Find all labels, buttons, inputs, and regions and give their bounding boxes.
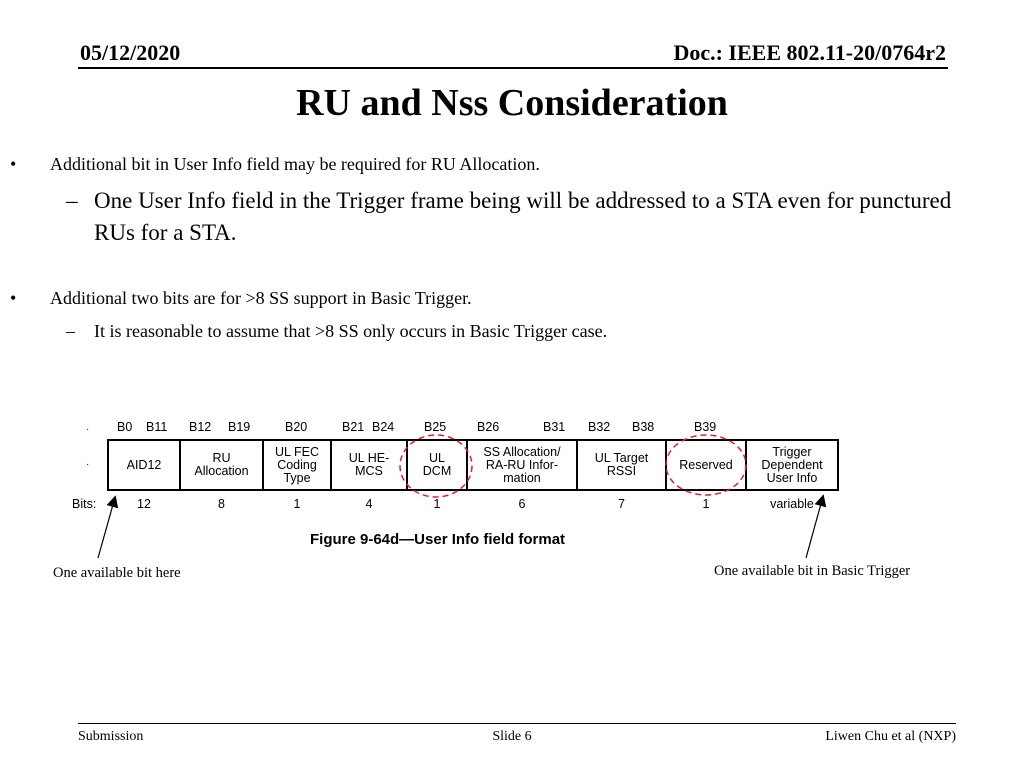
field-ru-allocation: RU Allocation bbox=[179, 439, 264, 491]
bullet-marker: • bbox=[10, 288, 17, 308]
field-name: UL HE-MCS bbox=[348, 451, 390, 478]
sub-bullet-marker: – bbox=[66, 188, 78, 213]
highlight-circle-ul-dcm bbox=[399, 434, 473, 498]
bit-position-label: B19 bbox=[228, 420, 251, 434]
figure-caption: Figure 9-64d—User Info field format bbox=[310, 531, 566, 548]
footer-submission: Submission bbox=[78, 729, 144, 744]
field-bit-count: 7 bbox=[618, 497, 625, 511]
annotation-left: One available bit here bbox=[53, 565, 181, 581]
bits-row-label: Bits: bbox=[72, 497, 97, 511]
footer-authors: Liwen Chu et al (NXP) bbox=[825, 729, 956, 744]
bullet-1-text: Additional bit in User Info field may be… bbox=[50, 154, 540, 174]
field-bit-count: 1 bbox=[702, 497, 710, 511]
bit-position-label: B20 bbox=[285, 420, 308, 434]
bullet-1-sub: – One User Info field in the Trigger fra… bbox=[66, 185, 954, 249]
bullet-1: • Additional bit in User Info field may … bbox=[10, 154, 950, 175]
field-bit-count: 4 bbox=[365, 497, 373, 511]
slide-title: RU and Nss Consideration bbox=[296, 82, 728, 124]
figure-dot: · bbox=[86, 424, 90, 435]
bit-position-label: B39 bbox=[694, 420, 717, 434]
field-bit-count: 1 bbox=[293, 497, 301, 511]
bit-position-label: B26 bbox=[477, 420, 500, 434]
bit-position-label: B24 bbox=[372, 420, 395, 434]
bullet-1-sub-text: One User Info field in the Trigger frame… bbox=[94, 188, 952, 245]
header-rule bbox=[78, 67, 948, 69]
field-name: SS Allocation/ RA-RU Infor-mation bbox=[483, 444, 561, 485]
footer-rule bbox=[78, 723, 956, 724]
field-ss-allocation: SS Allocation/ RA-RU Infor-mation bbox=[466, 439, 578, 491]
bullet-2-text: Additional two bits are for >8 SS suppor… bbox=[50, 288, 472, 308]
bullet-marker: • bbox=[10, 154, 17, 174]
figure-dot: · bbox=[86, 459, 90, 470]
field-name: AID12 bbox=[126, 457, 162, 472]
highlight-circle-reserved bbox=[665, 434, 747, 496]
field-name: UL DCM bbox=[422, 451, 452, 478]
bit-position-label: B32 bbox=[588, 420, 611, 434]
field-name: UL Target RSSI bbox=[594, 451, 649, 478]
footer-slide-number: Slide 6 bbox=[492, 729, 532, 744]
bit-position-label: B12 bbox=[189, 420, 212, 434]
field-bit-count: 12 bbox=[137, 497, 151, 511]
bullet-2-sub-text: It is reasonable to assume that >8 SS on… bbox=[94, 321, 608, 341]
bit-position-label: B31 bbox=[543, 420, 566, 434]
bit-position-label: B25 bbox=[424, 420, 447, 434]
field-bit-count: 6 bbox=[518, 497, 526, 511]
bit-position-label: B21 bbox=[342, 420, 365, 434]
field-ul-target-rssi: UL Target RSSI bbox=[576, 439, 667, 491]
field-ul-he-mcs: UL HE-MCS bbox=[330, 439, 408, 491]
bit-position-label: B38 bbox=[632, 420, 655, 434]
bullet-2-sub: – It is reasonable to assume that >8 SS … bbox=[66, 321, 954, 342]
field-name: Reserved bbox=[679, 457, 733, 472]
field-bit-count: variable bbox=[770, 497, 814, 511]
header-doc-id: Doc.: IEEE 802.11-20/0764r2 bbox=[673, 40, 946, 65]
header-date: 05/12/2020 bbox=[80, 40, 181, 65]
field-name: UL FEC Coding Type bbox=[275, 444, 319, 485]
bit-position-label: B0 bbox=[117, 420, 133, 434]
field-name: RU Allocation bbox=[194, 451, 249, 478]
annotation-right: One available bit in Basic Trigger bbox=[714, 563, 911, 579]
arrow-right bbox=[805, 494, 827, 559]
arrow-left bbox=[97, 495, 119, 559]
field-bit-count: 8 bbox=[218, 497, 225, 511]
bullet-2: • Additional two bits are for >8 SS supp… bbox=[10, 288, 950, 309]
field-name: Trigger Dependent User Info bbox=[761, 444, 823, 485]
field-bit-count: 1 bbox=[433, 497, 441, 511]
sub-bullet-marker: – bbox=[66, 321, 75, 341]
bit-position-label: B11 bbox=[146, 420, 168, 434]
